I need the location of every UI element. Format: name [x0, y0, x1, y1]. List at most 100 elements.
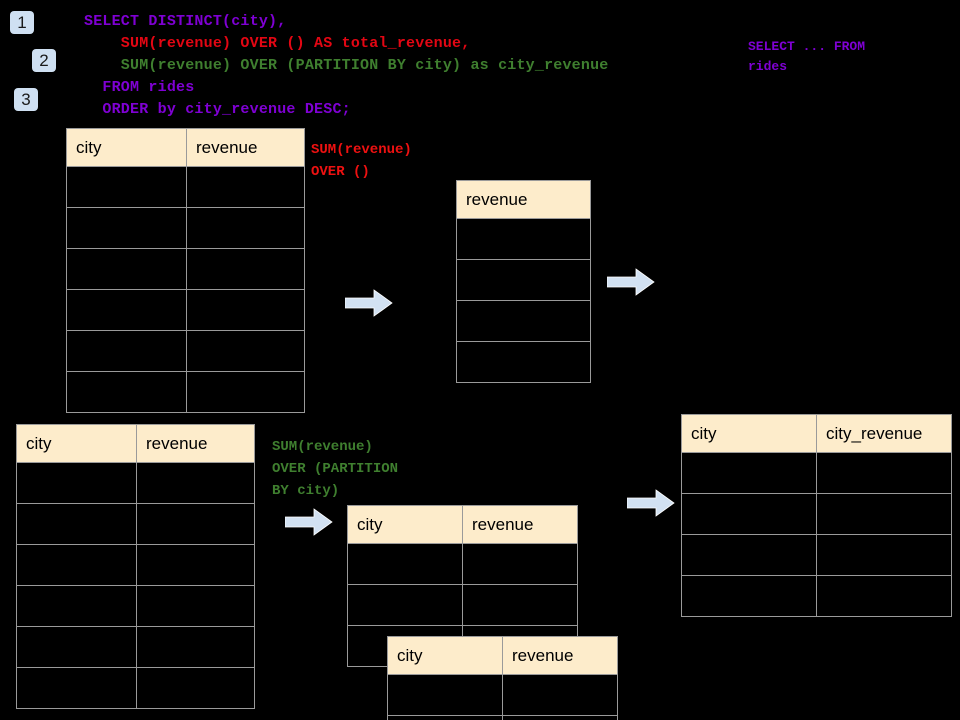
table-row [347, 584, 578, 626]
table-cell [186, 371, 305, 413]
table-cell [136, 585, 255, 627]
step-badge-3: 3 [14, 88, 38, 111]
table-row [16, 462, 255, 504]
table-cell [16, 462, 137, 504]
table-cell [186, 207, 305, 249]
arrow-source-to-groups [284, 508, 333, 536]
table-cell [462, 543, 578, 585]
table-cell [387, 715, 503, 720]
table-cell [16, 626, 137, 668]
table-cell [136, 544, 255, 586]
table-cell [681, 534, 817, 576]
table-row [16, 667, 255, 709]
table-row [681, 534, 952, 576]
column-header-city: city [387, 636, 503, 675]
table-cell [387, 674, 503, 716]
column-header-city: city [347, 505, 463, 544]
table-cell [456, 300, 591, 342]
table-cell [456, 259, 591, 301]
table-cell [462, 584, 578, 626]
table-total-revenue: revenue [456, 180, 591, 383]
table-row [66, 330, 305, 372]
table-row [66, 371, 305, 413]
table-cell [816, 452, 952, 494]
sql-line-2: SUM(revenue) OVER () AS total_revenue, [84, 35, 471, 52]
table-cell [16, 667, 137, 709]
table-cell [816, 534, 952, 576]
arrow-groups-to-result [626, 489, 675, 517]
table-cell [66, 330, 187, 372]
column-header-revenue: revenue [456, 180, 591, 219]
sql-line-1: SELECT DISTINCT(city), [84, 13, 287, 30]
column-header-revenue: revenue [502, 636, 618, 675]
table-cell [186, 166, 305, 208]
table-cell [136, 626, 255, 668]
column-header-revenue: revenue [186, 128, 305, 167]
table-row [66, 248, 305, 290]
table-row [387, 674, 618, 716]
table-cell [16, 585, 137, 627]
table-cell [681, 493, 817, 535]
sql-line-3: SUM(revenue) OVER (PARTITION BY city) as… [84, 57, 609, 74]
column-header-city: city [681, 414, 817, 453]
table-cell [816, 575, 952, 617]
table-row [16, 585, 255, 627]
arrow-source-to-total [344, 289, 393, 317]
table-row [66, 289, 305, 331]
table-header-row: revenue [456, 180, 591, 219]
table-row [16, 544, 255, 586]
table-cell [456, 218, 591, 260]
table-cell [66, 371, 187, 413]
table-cell [186, 289, 305, 331]
table-cell [816, 493, 952, 535]
table-cell [66, 248, 187, 290]
arrow-total-to-result [606, 268, 655, 296]
table-cell [186, 330, 305, 372]
table-cell [16, 503, 137, 545]
sql-line-4: FROM rides [84, 79, 195, 96]
table-cell [16, 544, 137, 586]
annotation-sum-over-empty: SUM(revenue) OVER () [311, 142, 412, 180]
table-cell [347, 584, 463, 626]
table-row [456, 341, 591, 383]
table-cell [136, 462, 255, 504]
table-row [66, 207, 305, 249]
table-cell [456, 341, 591, 383]
table-cell [681, 452, 817, 494]
table-row [456, 259, 591, 301]
table-cell [66, 166, 187, 208]
table-cell [66, 289, 187, 331]
column-header-revenue: revenue [136, 424, 255, 463]
table-cell [66, 207, 187, 249]
table-row [347, 543, 578, 585]
table-row [16, 503, 255, 545]
step-badge-1: 1 [10, 11, 34, 34]
table-cell [681, 575, 817, 617]
table-row [66, 166, 305, 208]
table-row [681, 575, 952, 617]
table-cell [136, 503, 255, 545]
table-row [681, 452, 952, 494]
table-cell [502, 715, 618, 720]
table-cell [502, 674, 618, 716]
table-row [456, 218, 591, 260]
column-header-city_revenue: city_revenue [816, 414, 952, 453]
table-cell [136, 667, 255, 709]
table-row [16, 626, 255, 668]
sql-line-5: ORDER by city_revenue DESC; [84, 101, 351, 118]
column-header-city: city [66, 128, 187, 167]
annotation-sum-over-partition: SUM(revenue) OVER (PARTITION BY city) [272, 439, 399, 499]
table-cell [347, 543, 463, 585]
table-cell [186, 248, 305, 290]
sql-code-block: SELECT DISTINCT(city), SUM(revenue) OVER… [84, 11, 608, 121]
sql-side-note: SELECT ... FROM rides [748, 39, 866, 74]
